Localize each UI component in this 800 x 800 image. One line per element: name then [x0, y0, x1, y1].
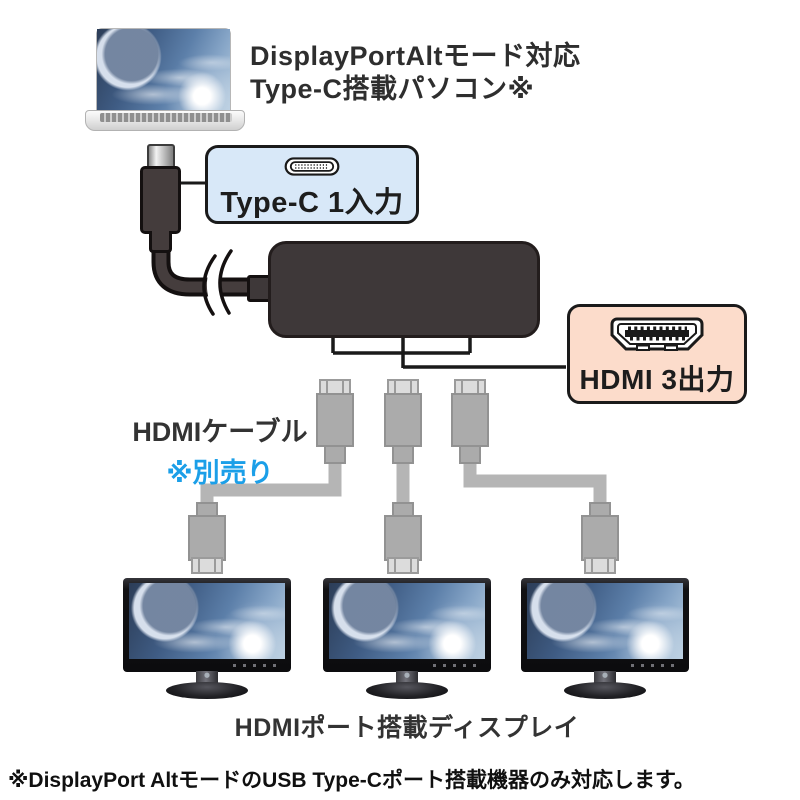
display-1-screen [129, 583, 285, 659]
typec-input-label: Type-C 1入力 [220, 187, 404, 219]
typec-input-callout: Type-C 1入力 [205, 145, 419, 224]
hdmi-plug-down-2 [384, 502, 422, 574]
display-1-buttons [233, 664, 279, 667]
cable-break-gap [207, 249, 230, 319]
display-1-bezel [123, 578, 291, 672]
usb-c-plug-tip [147, 144, 175, 169]
title-line-1: DisplayPortAltモード対応 [250, 41, 581, 71]
hdmi-output-label: HDMI 3出力 [579, 364, 735, 395]
diagram-title: DisplayPortAltモード対応 Type-C搭載パソコン※ [250, 40, 581, 106]
display-1-wallpaper [129, 583, 285, 659]
hdmi-plug-up-1 [316, 379, 354, 464]
hdmi-cable-right [463, 455, 607, 506]
display-2-bezel [323, 578, 491, 672]
display-2-buttons [433, 664, 479, 667]
usb-c-plug-neck [149, 231, 172, 253]
display-1-base [166, 682, 248, 699]
laptop-keyboard [100, 113, 232, 122]
display-3-wallpaper [527, 583, 683, 659]
laptop-wallpaper [97, 29, 230, 113]
display-2-screen [329, 583, 485, 659]
hdmi-plug-up-3 [451, 379, 489, 464]
usb-c-hub-adapter [268, 241, 540, 338]
usb-c-plug-body [140, 166, 181, 234]
sold-separately-label: ※別売り [166, 458, 274, 488]
hdmi-plug-up-2 [384, 379, 422, 464]
hdmi-ports-bracket [331, 338, 566, 369]
laptop [85, 26, 245, 131]
hdmi-output-callout: HDMI 3出力 [567, 304, 747, 404]
cable-break-mark [218, 249, 233, 315]
display-3-base [564, 682, 646, 699]
hdmi-plug-down-3 [581, 502, 619, 574]
hdmi-cable-left [200, 455, 342, 506]
display-3-buttons [631, 664, 677, 667]
display-3 [521, 578, 689, 704]
laptop-screen [96, 28, 231, 114]
display-caption: HDMIポート搭載ディスプレイ [234, 714, 580, 742]
hdmi-cable-label: HDMIケーブル [132, 417, 308, 447]
hdmi-cable-note: HDMIケーブル ※別売り [118, 410, 322, 490]
footnote: ※DisplayPort AltモードのUSB Type-Cポート搭載機器のみ対… [8, 769, 695, 792]
cable-break-mark [202, 254, 217, 316]
usb-c-cable [151, 236, 268, 319]
display-2-base [366, 682, 448, 699]
display-2-wallpaper [329, 583, 485, 659]
hdmi-plug-down-1 [188, 502, 226, 574]
display-3-screen [527, 583, 683, 659]
typec-port-icon [284, 157, 340, 176]
display-3-bezel [521, 578, 689, 672]
title-line-2: Type-C搭載パソコン※ [250, 74, 535, 104]
hdmi-port-icon [610, 317, 704, 351]
display-1 [123, 578, 291, 704]
laptop-base [85, 110, 245, 131]
display-2 [323, 578, 491, 704]
